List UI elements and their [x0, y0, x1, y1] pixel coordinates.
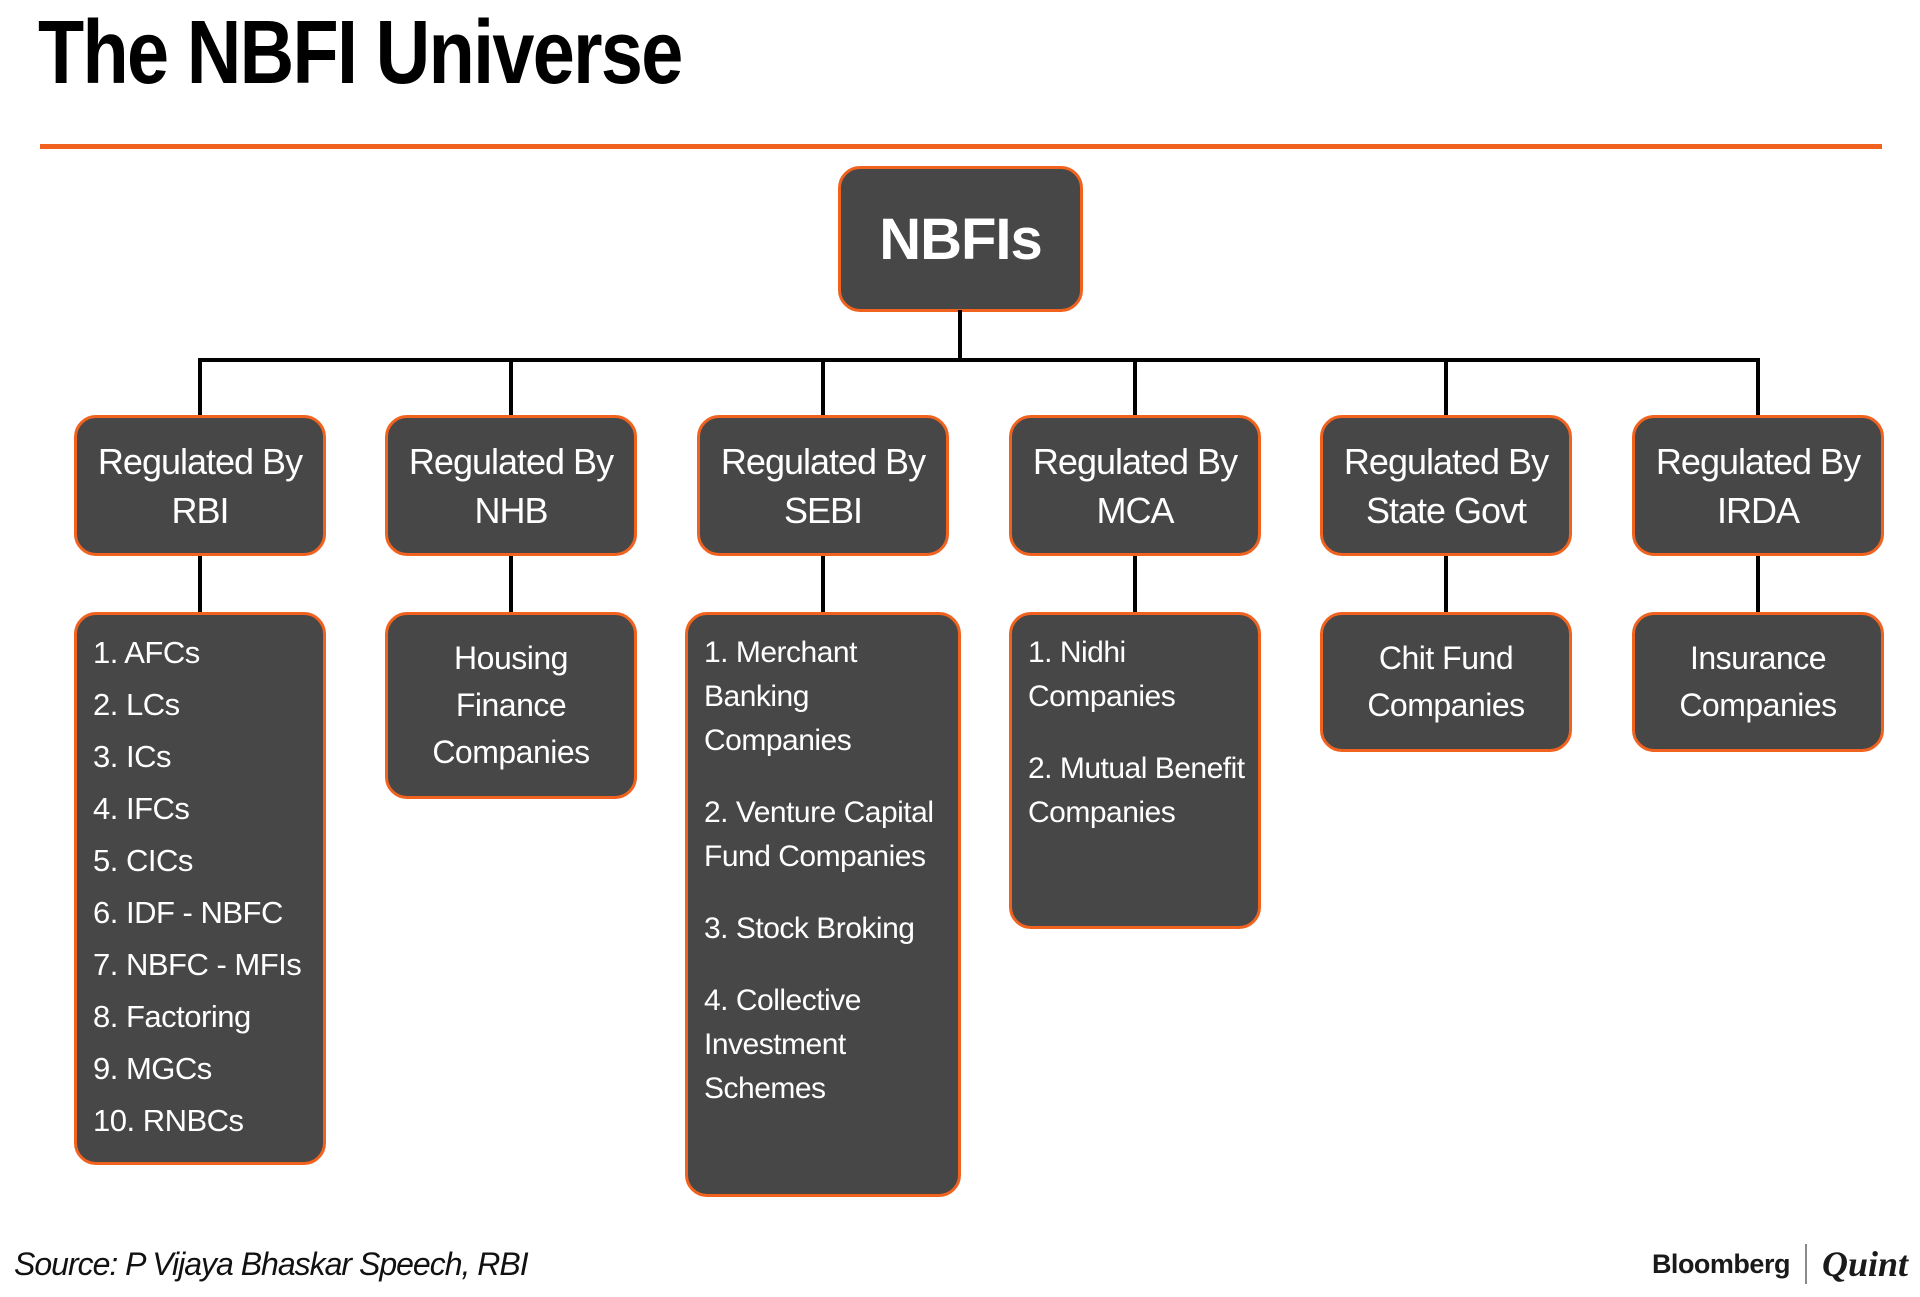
list-item: 10. RNBCs: [93, 1103, 244, 1138]
list-item: 1. AFCs: [93, 635, 200, 670]
connector-horizontal-bar: [200, 358, 1760, 362]
entities-node-stategovt: Chit Fund Companies: [1320, 612, 1572, 752]
regulator-label-line1: Regulated By: [1655, 440, 1861, 482]
list-item: 7. NBFC - MFIs: [93, 947, 302, 982]
brand-bloomberg: Bloomberg: [1651, 1248, 1791, 1279]
entity-label: Housing Finance Companies: [432, 640, 590, 770]
brand-logo: Bloomberg Quint: [1652, 1238, 1908, 1290]
connector-stub-top-nhb: [509, 358, 513, 415]
entities-node-mca: 1. Nidhi Companies 2. Mutual Benefit Com…: [1009, 612, 1261, 929]
connector-stub-bottom-mca: [1133, 556, 1137, 612]
list-item: 2. Mutual Benefit Companies: [1028, 752, 1245, 829]
connector-root-stub: [958, 310, 962, 360]
entities-node-nhb: Housing Finance Companies: [385, 612, 637, 799]
entities-node-rbi: 1. AFCs 2. LCs 3. ICs 4. IFCs 5. CICs 6.…: [74, 612, 326, 1165]
regulator-node-rbi: Regulated By RBI: [74, 415, 326, 556]
regulator-node-nhb: Regulated By NHB: [385, 415, 637, 556]
regulator-node-mca: Regulated By MCA: [1009, 415, 1261, 556]
regulator-label-line2: MCA: [1096, 489, 1175, 531]
entity-label: Insurance Companies: [1679, 640, 1837, 723]
regulator-label-line2: RBI: [171, 489, 229, 531]
list-item: 9. MGCs: [93, 1051, 212, 1086]
entities-node-sebi: 1. Merchant Banking Companies 2. Venture…: [685, 612, 961, 1197]
connector-stub-bottom-nhb: [509, 556, 513, 612]
regulator-label-line1: Regulated By: [720, 440, 926, 482]
connector-stub-top-rbi: [198, 358, 202, 415]
connector-stub-top-irda: [1756, 358, 1760, 415]
regulator-node-irda: Regulated By IRDA: [1632, 415, 1884, 556]
root-node-label: NBFIs: [879, 206, 1043, 272]
regulator-label-line1: Regulated By: [97, 440, 303, 482]
connector-stub-bottom-irda: [1756, 556, 1760, 612]
title-divider: [40, 144, 1882, 149]
regulator-node-stategovt: Regulated By State Govt: [1320, 415, 1572, 556]
list-item: 5. CICs: [93, 843, 193, 878]
connector-stub-top-sebi: [821, 358, 825, 415]
list-item: 3. ICs: [93, 739, 171, 774]
list-item: 3. Stock Broking: [704, 912, 915, 945]
regulator-label-line2: NHB: [474, 489, 548, 531]
list-item: 6. IDF - NBFC: [93, 895, 283, 930]
regulator-label-line1: Regulated By: [1032, 440, 1238, 482]
connector-stub-top-mca: [1133, 358, 1137, 415]
regulator-label-line1: Regulated By: [1343, 440, 1549, 482]
connector-stub-bottom-stategovt: [1444, 556, 1448, 612]
brand-separator: [1804, 1244, 1807, 1284]
list-item: 1. Nidhi Companies: [1028, 636, 1176, 713]
list-item: 2. LCs: [93, 687, 180, 722]
regulator-label-line1: Regulated By: [408, 440, 614, 482]
source-text: Source: P Vijaya Bhaskar Speech, RBI: [14, 1246, 529, 1282]
list-item: 4. Collective Investment Schemes: [704, 984, 861, 1105]
entities-node-irda: Insurance Companies: [1632, 612, 1884, 752]
list-item: 2. Venture Capital Fund Companies: [704, 796, 934, 873]
connector-stub-top-stategovt: [1444, 358, 1448, 415]
regulator-label-line2: IRDA: [1716, 489, 1800, 531]
list-item: 1. Merchant Banking Companies: [704, 636, 857, 757]
root-node-nbfis: NBFIs: [838, 166, 1083, 312]
list-item: 4. IFCs: [93, 791, 190, 826]
list-item: 8. Factoring: [93, 999, 251, 1034]
regulator-node-sebi: Regulated By SEBI: [697, 415, 949, 556]
connector-stub-bottom-rbi: [198, 556, 202, 612]
connector-stub-bottom-sebi: [821, 556, 825, 612]
regulator-label-line2: SEBI: [783, 489, 863, 531]
entity-label: Chit Fund Companies: [1367, 640, 1525, 723]
brand-quint: Quint: [1821, 1244, 1908, 1284]
page-title: The NBFI Universe: [38, 3, 683, 103]
regulator-label-line2: State Govt: [1365, 489, 1527, 531]
